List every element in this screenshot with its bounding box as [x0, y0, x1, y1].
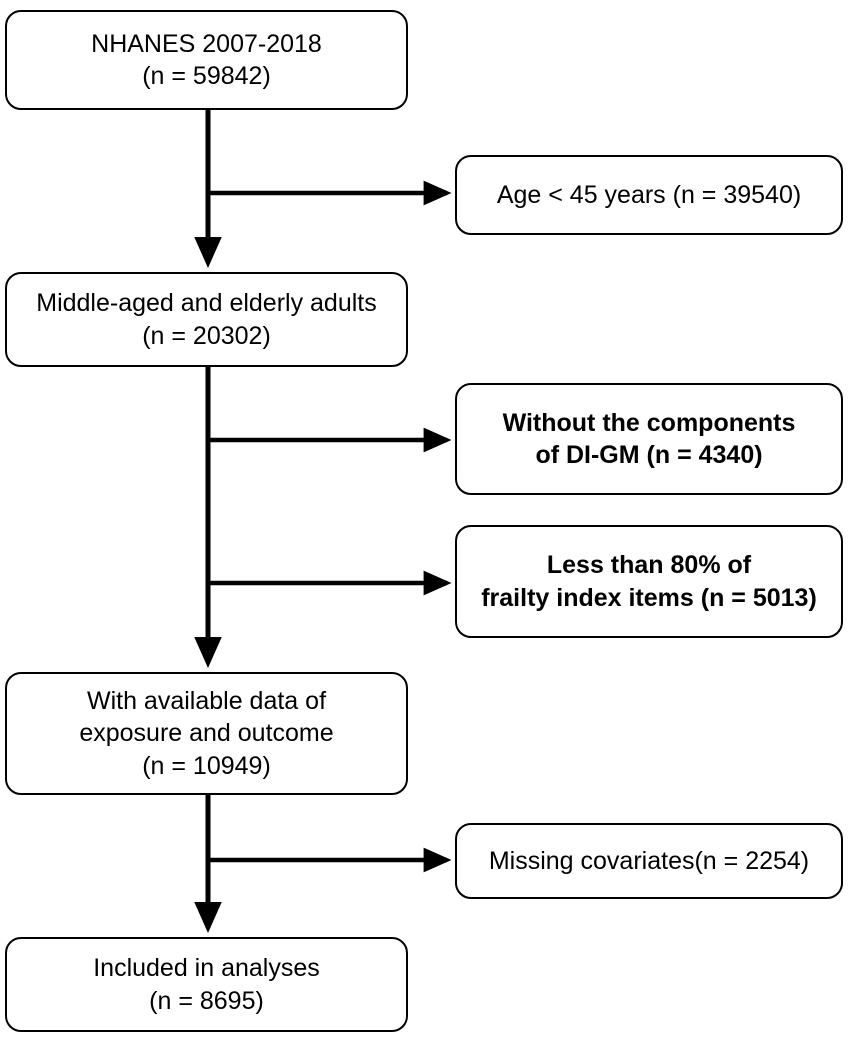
node-exclusion-digm-components-label: Without the components of DI-GM (n = 434…: [502, 408, 796, 470]
node-exclusion-age-label: Age < 45 years (n = 39540): [496, 180, 802, 209]
node-exclusion-age: Age < 45 years (n = 39540): [455, 155, 843, 235]
node-included-in-analyses-label: Included in analyses (n = 8695): [93, 954, 320, 1015]
node-middle-aged-elderly-label: Middle-aged and elderly adults (n = 2030…: [36, 289, 377, 350]
node-exclusion-missing-covariates-label: Missing covariates(n = 2254): [488, 846, 810, 875]
node-exclusion-frailty-index-label: Less than 80% of frailty index items (n …: [481, 551, 817, 612]
node-exclusion-frailty-index: Less than 80% of frailty index items (n …: [455, 525, 843, 638]
node-nhanes-source: NHANES 2007-2018 (n = 59842): [5, 10, 408, 110]
node-included-in-analyses: Included in analyses (n = 8695): [5, 937, 408, 1032]
node-exclusion-missing-covariates: Missing covariates(n = 2254): [455, 823, 843, 899]
node-exclusion-digm-components: Without the components of DI-GM (n = 434…: [455, 383, 843, 495]
node-nhanes-source-label: NHANES 2007-2018 (n = 59842): [91, 29, 322, 91]
node-available-data: With available data of exposure and outc…: [5, 672, 408, 795]
node-middle-aged-elderly: Middle-aged and elderly adults (n = 2030…: [5, 272, 408, 367]
node-available-data-label: With available data of exposure and outc…: [79, 686, 334, 780]
